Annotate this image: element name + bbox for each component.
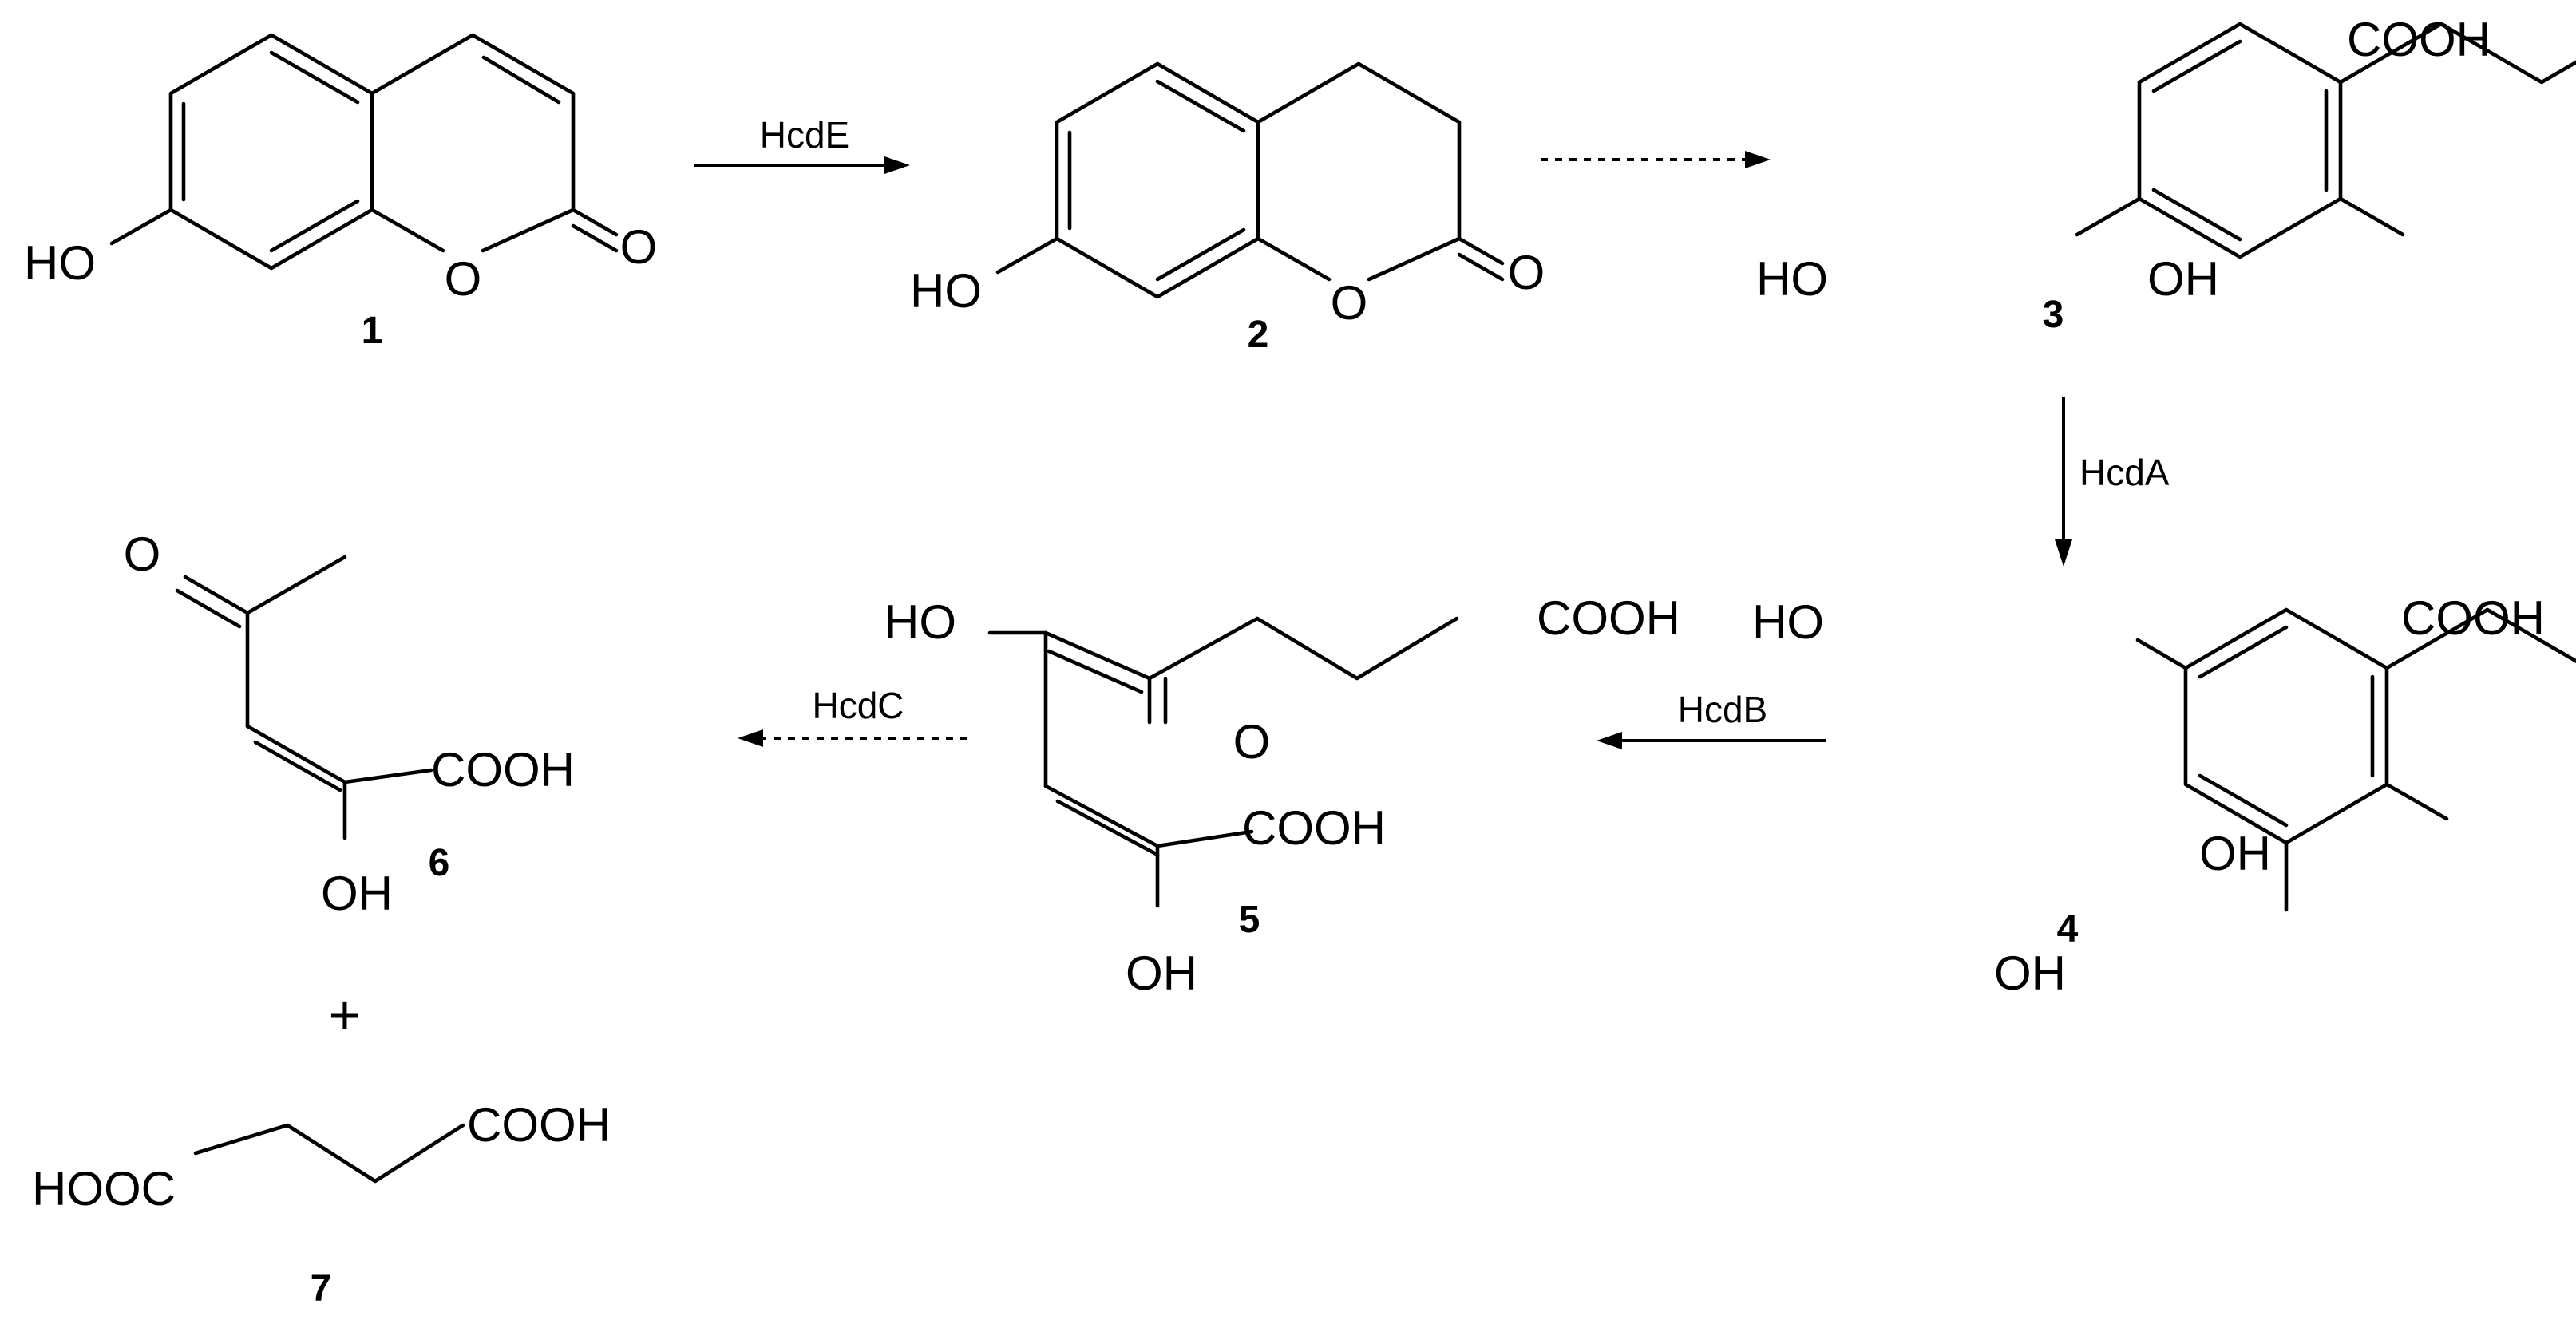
compound-1-structure: HO O O 1 [24,33,658,352]
compound-6-number: 6 [429,842,450,884]
compound-5-hydroxyl-label: HO [884,595,956,649]
compound-5-hydroxyl-bottom-label: OH [1126,947,1197,1000]
reaction-3-arrow: HcdA [2055,397,2170,567]
compound-1-carbonyl-oxygen-label: O [620,220,658,274]
compound-1-hydroxyl-label: HO [24,236,96,290]
reaction-2-arrow [1541,151,1771,168]
compound-1-ring-oxygen-label: O [445,252,482,306]
compound-4-hydroxyl-right-label: OH [2199,827,2271,880]
compound-7-structure [193,1123,465,1184]
compound-5-labels: HO COOH O COOH OH 5 [884,591,1680,1000]
compound-3-hydroxyl-left-label: HO [1756,252,1828,306]
compound-4-labels: HO COOH OH OH 4 [1752,591,2545,1000]
compound-7-right-carboxyl-label: COOH [467,1098,611,1152]
compound-3-hydroxyl-right-label: OH [2147,252,2219,306]
compound-6-labels: O COOH OH 6 [124,528,575,920]
reaction-5-enzyme-label: HcdC [812,685,904,726]
compound-4-hydroxyl-bottom-label: OH [1994,947,2066,1000]
compound-4-hydroxyl-top-label: HO [1752,595,1824,649]
compound-5-carboxyl-bottom-label: COOH [1242,801,1386,855]
reaction-4-enzyme-label: HcdB [1678,689,1767,730]
compound-7-left-carboxyl-label: HOOC [32,1162,176,1215]
compound-7-labels: HOOC COOH 7 [32,1098,611,1310]
compound-6-carbonyl-oxygen-label: O [124,528,161,581]
compound-2-carbonyl-oxygen-label: O [1508,246,1545,299]
compound-5-keto-oxygen-label: O [1233,715,1271,769]
reaction-1-arrow: HcdE [694,114,910,174]
compound-4-carboxyl-label: COOH [2401,591,2545,645]
compound-3-structure [2075,22,2576,259]
compound-2-structure: HO O O 2 [910,61,1545,356]
compound-7-number: 7 [311,1267,332,1310]
compound-5-carboxyl-top-label: COOH [1537,591,1680,645]
compound-5-number: 5 [1239,899,1260,941]
compound-6-carboxyl-label: COOH [431,743,575,796]
compound-4-number: 4 [2057,908,2079,950]
compound-4-structure [2135,607,2576,912]
reaction-4-arrow: HcdB [1597,689,1826,749]
plus-sign: + [329,983,362,1045]
compound-3-carboxyl-label: COOH [2347,13,2491,66]
compound-5-structure [987,616,1459,908]
compound-3-number: 3 [2043,294,2064,336]
reaction-3-enzyme-label: HcdA [2079,452,2170,493]
compound-2-hydroxyl-label: HO [910,264,982,318]
compound-6-hydroxyl-label: OH [321,867,393,920]
compound-2-number: 2 [1248,314,1269,356]
reaction-1-enzyme-label: HcdE [760,114,849,156]
reaction-5-arrow: HcdC [738,685,967,747]
compound-6-structure [175,555,433,840]
compound-3-labels: COOH HO OH 3 [1756,13,2491,336]
compound-2-ring-oxygen-label: O [1331,276,1368,330]
compound-1-number: 1 [362,310,383,352]
